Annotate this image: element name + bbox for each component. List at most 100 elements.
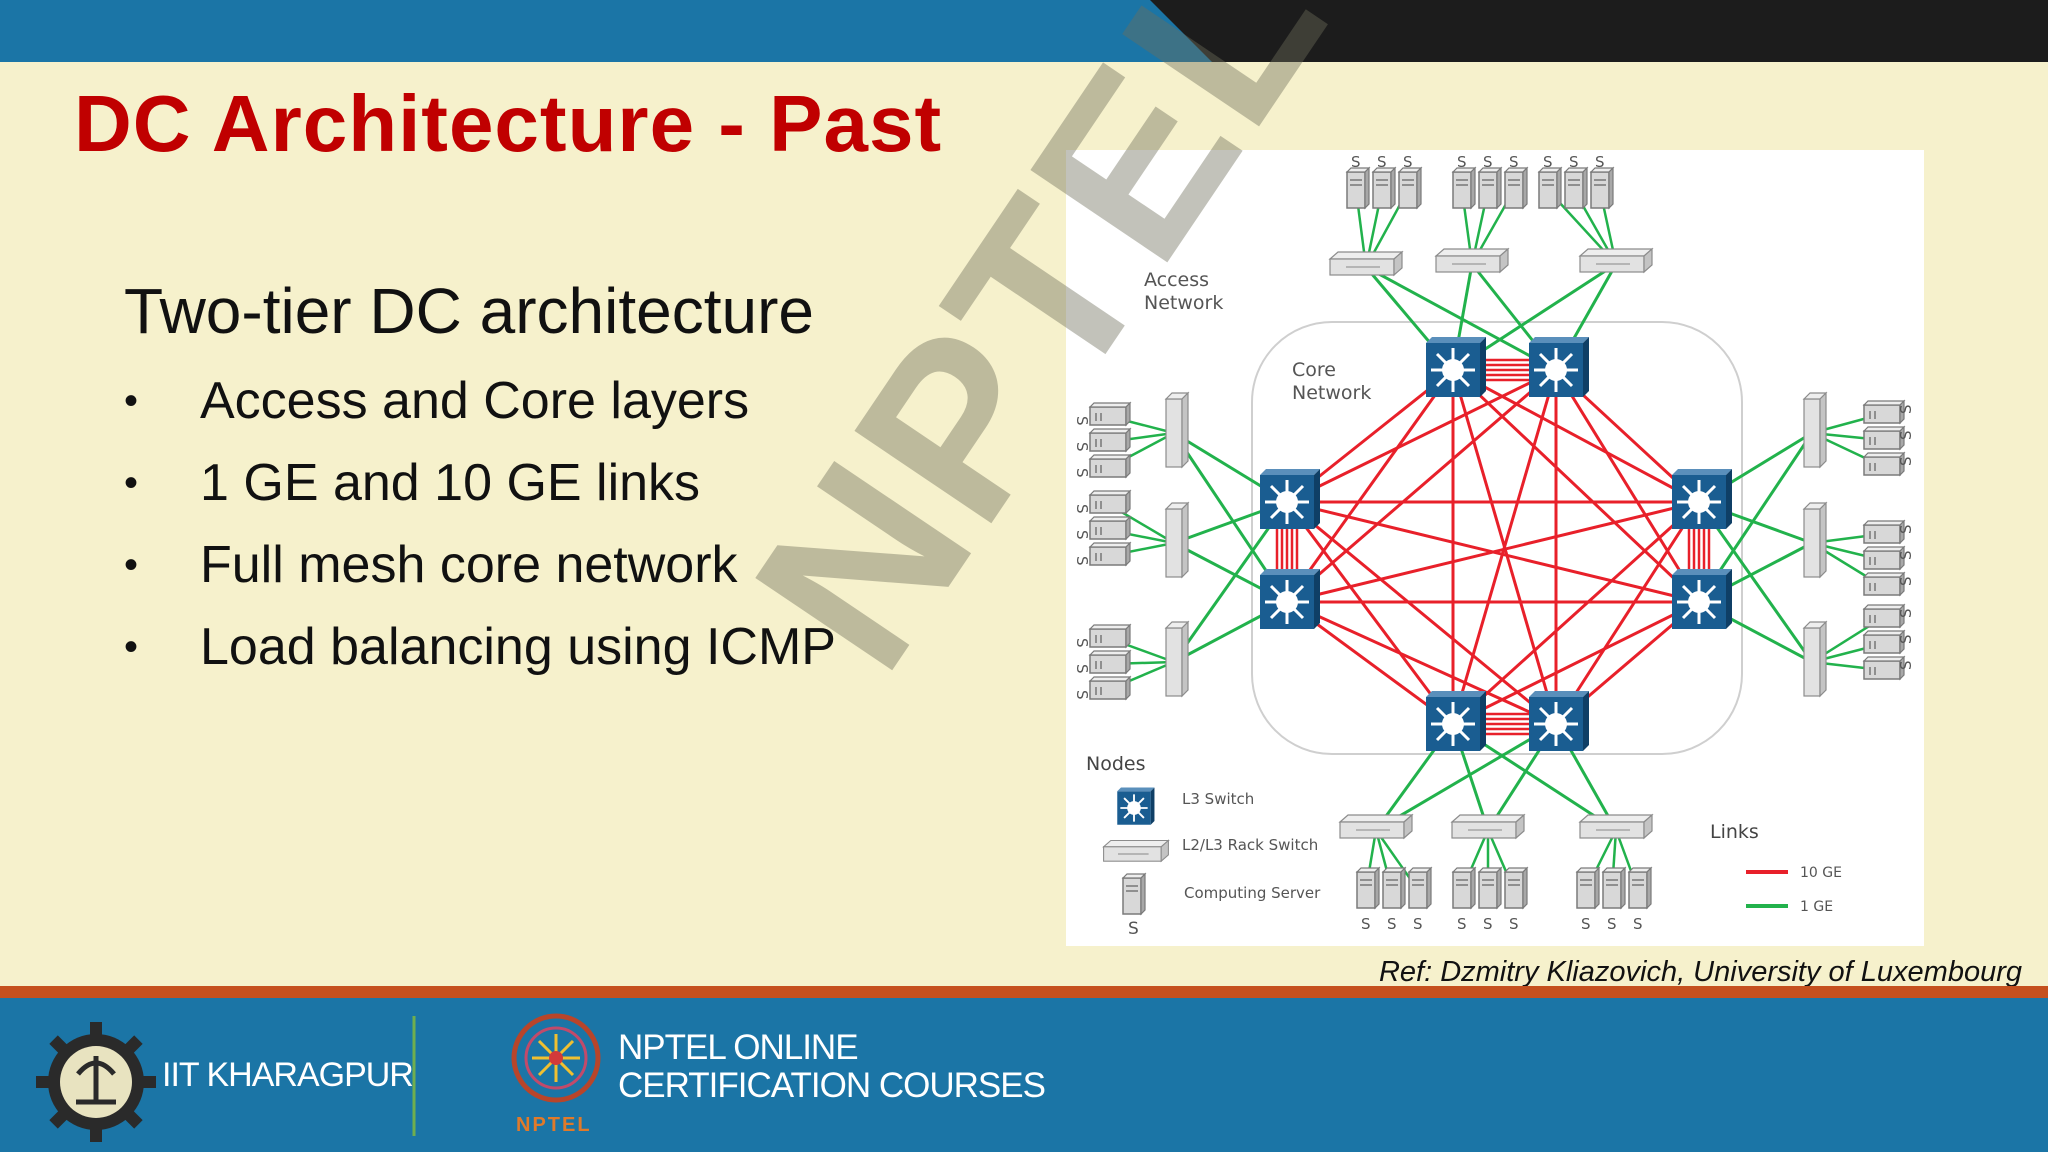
rack-switch-icon [1435, 248, 1509, 273]
mesh-link-10ge [1554, 369, 1701, 603]
core-network-label: Core [1292, 359, 1336, 381]
server-label: S [1073, 638, 1091, 648]
legend-10ge-label: 10 GE [1800, 865, 1842, 881]
computing-server-icon [1356, 867, 1380, 909]
computing-server-icon [1089, 650, 1131, 674]
server-label: S [1569, 153, 1579, 171]
server-label: S [1897, 634, 1915, 644]
rack-switch-legend-icon [1103, 839, 1169, 862]
l3-switch-icon [1258, 467, 1322, 531]
server-label: S [1413, 915, 1423, 933]
server-label: S [1073, 442, 1091, 452]
bullet-dot-icon: • [124, 543, 139, 587]
l3-switch-icon [1527, 335, 1591, 399]
server-label: S [1543, 153, 1553, 171]
computing-server-icon [1452, 867, 1476, 909]
computing-server-icon [1089, 516, 1131, 540]
l3-switch-icon [1527, 689, 1591, 753]
footer-banner [0, 986, 2048, 1152]
rack-switch-icon [1803, 392, 1827, 468]
computing-server-icon [1478, 167, 1502, 209]
l3-switch-icon [1670, 467, 1734, 531]
computing-server-icon [1504, 867, 1528, 909]
l3-switch-legend-icon [1116, 786, 1156, 826]
legend-server-label: Computing Server [1184, 884, 1321, 902]
computing-server-icon [1590, 167, 1614, 209]
computing-server-icon [1576, 867, 1600, 909]
computing-server-icon [1602, 867, 1626, 909]
bullet-text: Load balancing using ICMP [200, 618, 836, 676]
rack-switch-icon [1165, 502, 1189, 578]
computing-server-icon [1628, 867, 1652, 909]
rack-switch-icon [1579, 248, 1653, 273]
server-label: S [1073, 504, 1091, 514]
footer-institute-name: IIT KHARAGPUR [162, 1056, 414, 1094]
computing-server-icon [1089, 490, 1131, 514]
nodes-legend-title: Nodes [1086, 753, 1146, 775]
mesh-link-10ge [1286, 600, 1557, 726]
rack-switch-icon [1451, 814, 1525, 839]
l3-switch-icon [1424, 335, 1488, 399]
server-label: S [1509, 153, 1519, 171]
server-label: S [1633, 915, 1643, 933]
footer-nptel-line1: NPTEL ONLINE [618, 1028, 859, 1067]
links-legend-title: Links [1710, 821, 1759, 843]
mesh-link-10ge [1286, 368, 1557, 504]
server-label: S [1403, 153, 1413, 171]
server-label: S [1387, 915, 1397, 933]
rack-switch-icon [1165, 621, 1189, 697]
nptel-logo-icon [511, 1013, 601, 1103]
bullet-item: • 1 GE and 10 GE links [124, 442, 836, 524]
server-label: S [1073, 664, 1091, 674]
server-label: S [1073, 468, 1091, 478]
bullet-dot-icon: • [124, 379, 139, 423]
server-label: S [1897, 660, 1915, 670]
computing-server-icon [1452, 167, 1476, 209]
mesh-link-10ge [1286, 500, 1557, 726]
server-label: S [1073, 556, 1091, 566]
legend-1ge-label: 1 GE [1800, 899, 1833, 915]
computing-server-icon [1089, 542, 1131, 566]
mesh-link-10ge [1451, 500, 1701, 726]
bullet-item: • Full mesh core network [124, 524, 836, 606]
server-label: S [1351, 153, 1361, 171]
bullet-item: •Access and Core layers [124, 360, 836, 442]
server-label: S [1581, 915, 1591, 933]
computing-server-icon [1089, 676, 1131, 700]
top-banner [0, 0, 2048, 62]
rack-switch-icon [1329, 251, 1403, 276]
computing-server-icon [1408, 867, 1432, 909]
core-network-label-2: Network [1292, 382, 1371, 404]
server-label: S [1897, 524, 1915, 534]
footer-nptel-logo-text: NPTEL [516, 1114, 592, 1136]
mesh-link-10ge [1286, 368, 1557, 604]
l3-switch-icon [1670, 567, 1734, 631]
bullet-text: 1 GE and 10 GE links [200, 454, 701, 512]
bullet-text: Full mesh core network [200, 536, 738, 594]
computing-server-icon [1398, 167, 1422, 209]
footer-nptel-line2: CERTIFICATION COURSES [618, 1066, 1046, 1105]
l3-switch-icon [1258, 567, 1322, 631]
legend-rack-switch-label: L2/L3 Rack Switch [1182, 836, 1318, 854]
server-label: S [1897, 456, 1915, 466]
server-label: S [1483, 153, 1493, 171]
computing-server-icon [1504, 167, 1528, 209]
server-label: S [1897, 404, 1915, 414]
server-label: S [1897, 550, 1915, 560]
bullet-list: •Access and Core layers • 1 GE and 10 GE … [124, 360, 836, 688]
computing-server-icon [1372, 167, 1396, 209]
computing-server-icon [1382, 867, 1406, 909]
computing-server-icon [1564, 167, 1588, 209]
slide-subtitle: Two-tier DC architecture [124, 275, 814, 347]
bullet-item: •Load balancing using ICMP [124, 606, 836, 688]
mesh-link-10ge [1285, 501, 1455, 725]
server-label: S [1897, 608, 1915, 618]
access-link-1ge [1375, 722, 1557, 832]
server-label: S [1457, 915, 1467, 933]
l3-switch-icon [1424, 689, 1488, 753]
bullet-dot-icon: • [124, 461, 139, 505]
iit-kharagpur-logo-icon [36, 1022, 156, 1142]
server-label: S [1509, 915, 1519, 933]
mesh-link-10ge [1285, 369, 1455, 603]
server-label: S [1897, 576, 1915, 586]
